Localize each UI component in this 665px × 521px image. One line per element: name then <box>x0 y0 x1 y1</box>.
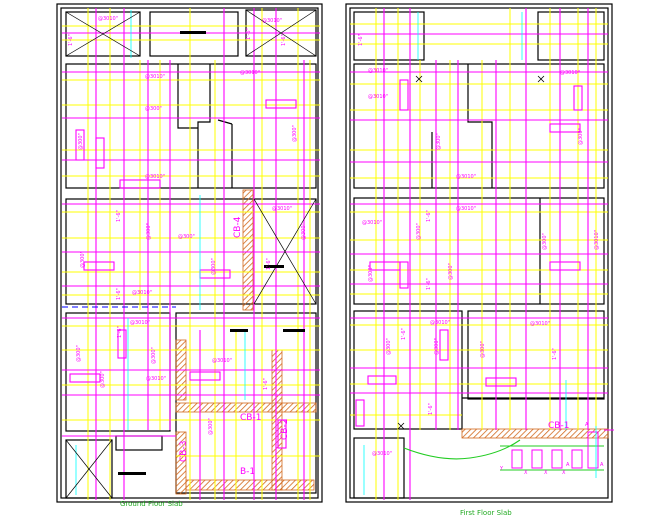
rebar-note: @300" <box>76 345 82 362</box>
rebar-note: @3010" <box>145 174 165 180</box>
ground-dimension-lines <box>75 10 246 495</box>
rebar-note: @300" <box>386 338 392 355</box>
foundation-label: X <box>524 470 528 476</box>
rebar-note: @300" <box>178 234 195 240</box>
rebar-note: @300" <box>211 258 217 275</box>
dimension-note: 1'-6" <box>428 403 434 415</box>
first-floor-beams <box>461 428 609 439</box>
rebar-note: @3010" <box>130 320 150 326</box>
rebar-note: @3010" <box>372 451 392 457</box>
dimension-note: 1'-6" <box>263 378 269 390</box>
first-rebar-notes: @3010" @3010" @3010" @300" @3010" @300" … <box>362 68 600 457</box>
dimension-note: 1'-6" <box>117 326 123 338</box>
beam-cb4 <box>242 189 254 311</box>
rebar-note: @3010" <box>272 206 292 212</box>
first-floor-caption: First Floor Slab <box>460 509 512 517</box>
rebar-note: @300" <box>301 223 307 240</box>
rebar-note: @300" <box>368 265 374 282</box>
first-dimension-notes: 1'-6" 1'-6" 1'-6" 1'-6" 1'-6" 1'-6" <box>358 34 558 415</box>
ground-dimension-notes: 1'-6" 1'-6" 1'-6" 1'-6" 1'-6" 1'-6" 1'-6… <box>68 28 287 390</box>
dimension-note: 1'-6" <box>116 210 122 222</box>
rebar-note: @300" <box>416 223 422 240</box>
first-beam-labels: CB-1 <box>548 421 569 431</box>
rebar-note: @300" <box>292 125 298 142</box>
ground-solid-markers <box>118 31 305 475</box>
first-main-bars <box>350 8 608 500</box>
rebar-note: @3010" <box>560 70 580 76</box>
beam-b1 <box>185 479 315 491</box>
foundation-label: A <box>585 422 589 428</box>
rebar-note: @3010" <box>530 321 550 327</box>
foundation-label: A <box>600 462 604 468</box>
dimension-note: 1'-6" <box>401 328 407 340</box>
dimension-note: 1'-6" <box>68 34 74 46</box>
first-dimension-lines <box>363 12 567 495</box>
ground-floor-beams <box>175 189 317 495</box>
rebar-note: @300" <box>208 418 214 435</box>
rebar-note: @3010" <box>145 74 165 80</box>
ground-void-crosses <box>65 9 317 499</box>
first-floor-plan: CB-1 A A A Y X X X @3010" @3010" @3010" … <box>345 3 614 517</box>
rebar-note: @3010" <box>132 290 152 296</box>
foundation-label: X <box>544 470 548 476</box>
rebar-note: @3010" <box>212 358 232 364</box>
ground-rebar-notes: @3010" @3010" @3010" @300" @3010" @300" … <box>76 16 307 435</box>
rebar-note: @3010" <box>98 16 118 22</box>
ground-floor-plan: CB-4 CB-1 CB-2 CB-3 B-1 @3010" @3010" @3… <box>56 3 323 508</box>
label-b1: B-1 <box>240 467 255 477</box>
label-cb4: CB-4 <box>233 216 243 238</box>
rebar-note: @3010" <box>362 220 382 226</box>
dimension-note: 1'-6" <box>116 288 122 300</box>
rebar-note: @3010" <box>262 18 282 24</box>
label-cb1-first: CB-1 <box>548 421 569 431</box>
rebar-note: @300" <box>542 233 548 250</box>
rebar-note: @300" <box>146 223 152 240</box>
rebar-note: @300" <box>151 347 157 364</box>
foundation-label: X <box>562 470 566 476</box>
dimension-note: 1'-6" <box>552 348 558 360</box>
ground-floor-caption: Ground Floor Slab <box>120 500 183 508</box>
beam-cb1-first <box>461 428 609 439</box>
label-cb2: CB-2 <box>280 419 290 440</box>
label-cb3: CB-3 <box>179 441 189 462</box>
rebar-note: @3010" <box>240 70 260 76</box>
rebar-note: @300" <box>78 133 84 150</box>
rebar-note: @300" <box>145 106 162 112</box>
dimension-note: 1'-6" <box>281 34 287 46</box>
rebar-note: @300" <box>578 128 584 145</box>
dimension-note: 1'-6" <box>426 278 432 290</box>
rebar-note: @300" <box>434 338 440 355</box>
first-x-markers <box>397 75 545 430</box>
rebar-note: @3010" <box>368 68 388 74</box>
beam-cb1 <box>175 402 317 413</box>
rebar-note: @300" <box>436 133 442 150</box>
first-foundation-labels: A A A Y X X X <box>499 422 604 476</box>
dimension-note: 1'-6" <box>358 34 364 46</box>
ground-main-bars <box>62 8 320 500</box>
rebar-note: @3010" <box>594 230 600 250</box>
first-floor-walls <box>345 3 613 503</box>
foundation-label: Y <box>499 466 504 472</box>
rebar-note: @3010" <box>456 206 476 212</box>
rebar-note: @3010" <box>430 320 450 326</box>
label-cb1: CB-1 <box>240 413 261 423</box>
rebar-note: @300" <box>480 341 486 358</box>
rebar-note: @3010" <box>146 376 166 382</box>
dimension-note: 1'-6" <box>246 28 252 40</box>
first-foundation-sketch <box>403 426 614 478</box>
rebar-note: @300" <box>100 371 106 388</box>
beam-cb3 <box>175 431 187 495</box>
rebar-note: @300" <box>448 263 454 280</box>
dimension-note: 1'-6" <box>426 210 432 222</box>
ground-beam-labels: CB-4 CB-1 CB-2 CB-3 B-1 <box>179 216 290 477</box>
rebar-note: @3010" <box>368 94 388 100</box>
dimension-note: 1'-6" <box>266 258 272 270</box>
rebar-note: @300" <box>80 251 86 268</box>
foundation-label: A <box>566 462 570 468</box>
rebar-note: @3010" <box>456 174 476 180</box>
